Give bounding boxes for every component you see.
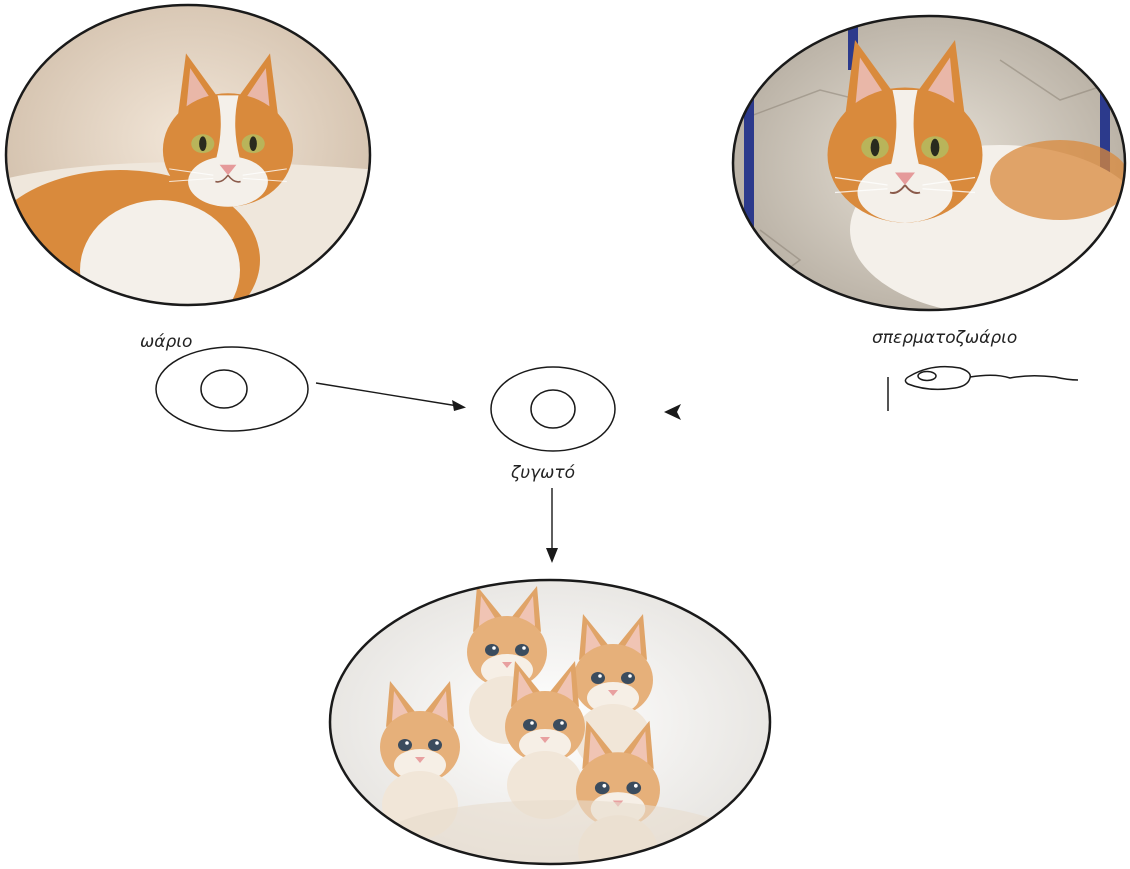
kittens-photo xyxy=(328,578,772,866)
arrowhead-sperm-to-zygote xyxy=(664,404,681,420)
arrow-zygote-to-offspring xyxy=(546,488,558,563)
zygote-cell-drawing xyxy=(490,366,616,452)
father-cat-photo xyxy=(731,14,1127,312)
egg-cell-drawing xyxy=(155,346,309,432)
sperm-label: σπερματοζωάριο xyxy=(872,328,1017,348)
mother-cat-photo xyxy=(4,3,372,307)
sperm-cell-drawing xyxy=(887,365,1079,411)
egg-label: ωάριο xyxy=(140,332,192,352)
zygote-label: ζυγωτό xyxy=(510,463,575,483)
arrow-egg-to-zygote xyxy=(315,382,466,411)
